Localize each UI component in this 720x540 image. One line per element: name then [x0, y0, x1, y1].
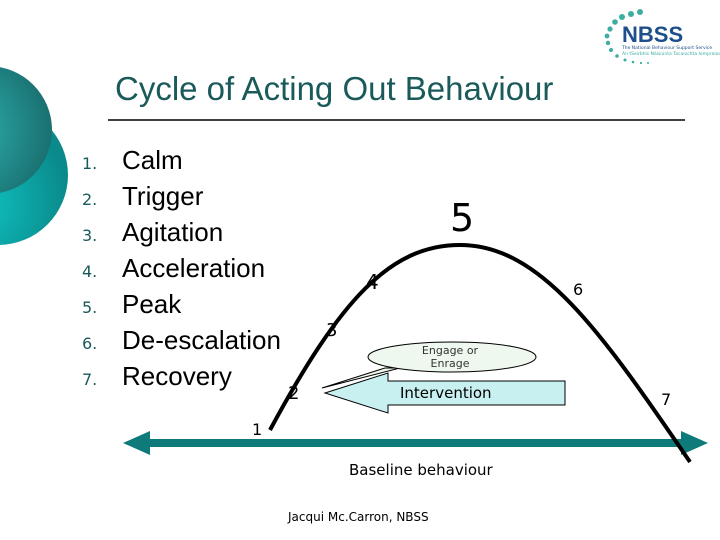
item-label: Recovery: [122, 361, 232, 391]
item-number: 1.: [82, 154, 98, 173]
list-item: 3. Agitation: [82, 217, 281, 253]
list-item: 1. Calm: [82, 145, 281, 181]
phase-list: 1. Calm 2. Trigger 3. Agitation 4. Accelerat…: [82, 145, 281, 397]
slide-title: Cycle of Acting Out Behaviour: [115, 70, 554, 107]
footer-credit: Jacqui Mc.Carron, NBSS: [288, 510, 429, 524]
svg-text:An tSeirbhís Náisiúnta Tacaíoc: An tSeirbhís Náisiúnta Tacaíochta Iompra…: [622, 50, 720, 57]
item-number: 2.: [82, 190, 98, 209]
phase-number-2: 2: [288, 383, 300, 404]
item-number: 4.: [82, 262, 98, 281]
item-label: Trigger: [122, 181, 204, 211]
decor-circle-front: [0, 67, 52, 193]
intervention-arrow: [323, 372, 566, 414]
item-label: Calm: [122, 145, 183, 175]
item-number: 3.: [82, 226, 98, 245]
svg-text:The National Behaviour Support: The National Behaviour Support Service: [621, 45, 712, 51]
baseline-double-arrow: [123, 431, 708, 455]
nbss-logo: NBSS The National Behaviour Support Serv…: [604, 9, 720, 65]
item-number: 7.: [82, 370, 98, 389]
item-number: 5.: [82, 298, 98, 317]
list-item: 7. Recovery: [82, 361, 281, 397]
phase-number-4: 4: [366, 270, 379, 294]
list-item: 4. Acceleration: [82, 253, 281, 289]
phase-number-6: 6: [573, 280, 584, 299]
item-label: Agitation: [122, 217, 224, 247]
item-label: Acceleration: [122, 253, 266, 283]
phase-number-7: 7: [661, 390, 672, 409]
svg-text:NBSS: NBSS: [622, 22, 683, 47]
behaviour-curve: [268, 242, 692, 464]
engage-callout: [321, 341, 537, 389]
phase-number-3: 3: [326, 320, 338, 341]
item-label: De-escalation: [122, 325, 281, 355]
callout-text: Engage or Enrage: [421, 344, 479, 370]
baseline-label: Baseline behaviour: [349, 461, 493, 479]
list-item: 6. De-escalation: [82, 325, 281, 361]
intervention-label: Intervention: [400, 384, 492, 402]
item-label: Peak: [122, 289, 182, 319]
list-item: 5. Peak: [82, 289, 281, 325]
list-item: 2. Trigger: [82, 181, 281, 217]
phase-number-1: 1: [252, 420, 263, 439]
item-number: 6.: [82, 334, 98, 353]
phase-number-5: 5: [450, 196, 475, 240]
